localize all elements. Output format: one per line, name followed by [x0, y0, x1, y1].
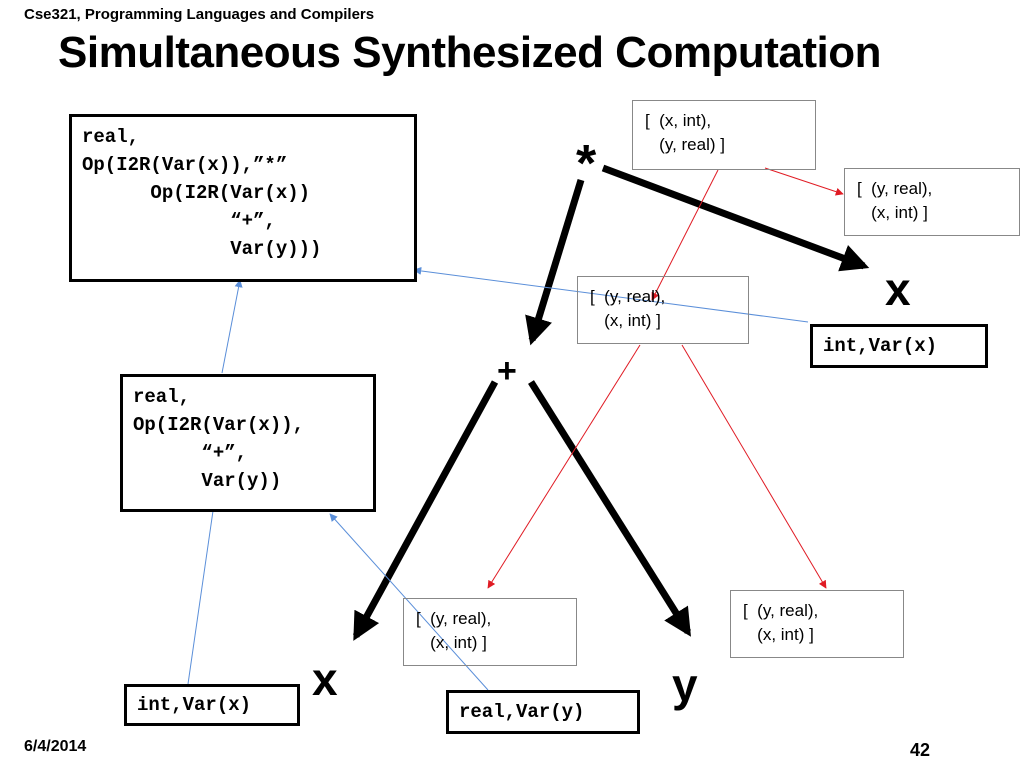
env-middle-line: (x, int) ]: [590, 311, 661, 330]
blue-arrow-plus-to-root: [221, 279, 243, 374]
env-box-bottom-right: [ (y, real), (x, int) ]: [730, 590, 904, 658]
slide-title: Simultaneous Synthesized Computation: [58, 28, 881, 77]
synth-root-line: real,: [82, 126, 140, 148]
env-box-middle: [ (y, real), (x, int) ]: [577, 276, 749, 344]
env-box-bottom-left: [ (y, real), (x, int) ]: [403, 598, 577, 666]
synth-box-x-bottom: int,Var(x): [124, 684, 300, 726]
synth-plus-line: real,: [133, 386, 191, 408]
node-plus: +: [497, 352, 517, 390]
synth-root-line: Op(I2R(Var(x)): [82, 182, 311, 204]
env-box-top: [ (x, int), (y, real) ]: [632, 100, 816, 170]
node-x-top: x: [885, 263, 911, 315]
synth-box-root: real, Op(I2R(Var(x)),”*” Op(I2R(Var(x)) …: [69, 114, 417, 282]
edge-plus-to-y: [528, 380, 691, 637]
env-top-line: [ (x, int),: [645, 111, 712, 130]
node-y-bottom: y: [672, 659, 698, 711]
synth-x-top-text: int,Var(x): [823, 335, 938, 357]
env-top-line: (y, real) ]: [645, 135, 725, 154]
red-arrow-middle-to-bottom-right: [681, 344, 827, 589]
synth-root-line: “+”,: [82, 210, 276, 232]
env-bottom-left-line: (x, int) ]: [416, 633, 487, 652]
page-number: 42: [910, 740, 931, 760]
course-title: Cse321, Programming Languages and Compil…: [24, 6, 375, 23]
synth-plus-line: Op(I2R(Var(x)),: [133, 414, 305, 436]
edge-times-to-plus: [525, 178, 585, 346]
synth-root-line: Var(y))): [82, 238, 322, 260]
synth-x-bottom-text: int,Var(x): [137, 694, 252, 716]
env-middle-line: [ (y, real),: [590, 287, 666, 306]
synth-box-plus: real, Op(I2R(Var(x)), “+”, Var(y)): [120, 374, 376, 512]
edge-times-to-x: [601, 164, 870, 272]
node-times: *: [576, 135, 597, 193]
env-right-line: (x, int) ]: [857, 203, 928, 222]
edge-plus-to-x: [352, 380, 499, 641]
node-x-bottom: x: [312, 653, 338, 705]
red-arrow-middle-to-bottom-left: [487, 344, 641, 589]
blue-arrow-xbottom-to-plus: [187, 503, 217, 685]
env-right-line: [ (y, real),: [857, 179, 933, 198]
synth-y-bottom-text: real,Var(y): [459, 701, 585, 723]
synth-plus-line: Var(y)): [133, 470, 282, 492]
env-bottom-left-line: [ (y, real),: [416, 609, 492, 628]
synth-box-x-top: int,Var(x): [810, 324, 988, 368]
footer-date: 6/4/2014: [24, 738, 87, 755]
env-box-right: [ (y, real), (x, int) ]: [844, 168, 1020, 236]
synth-root-line: Op(I2R(Var(x)),”*”: [82, 154, 288, 176]
synth-box-y-bottom: real,Var(y): [446, 690, 640, 734]
red-arrow-top-to-middle: [651, 169, 719, 301]
synth-plus-line: “+”,: [133, 442, 248, 464]
blue-arrow-xtop-to-root: [413, 266, 809, 323]
red-arrow-top-to-right: [764, 167, 844, 196]
blue-arrow-y-to-plus: [329, 513, 489, 691]
env-bottom-right-line: [ (y, real),: [743, 601, 819, 620]
env-bottom-right-line: (x, int) ]: [743, 625, 814, 644]
